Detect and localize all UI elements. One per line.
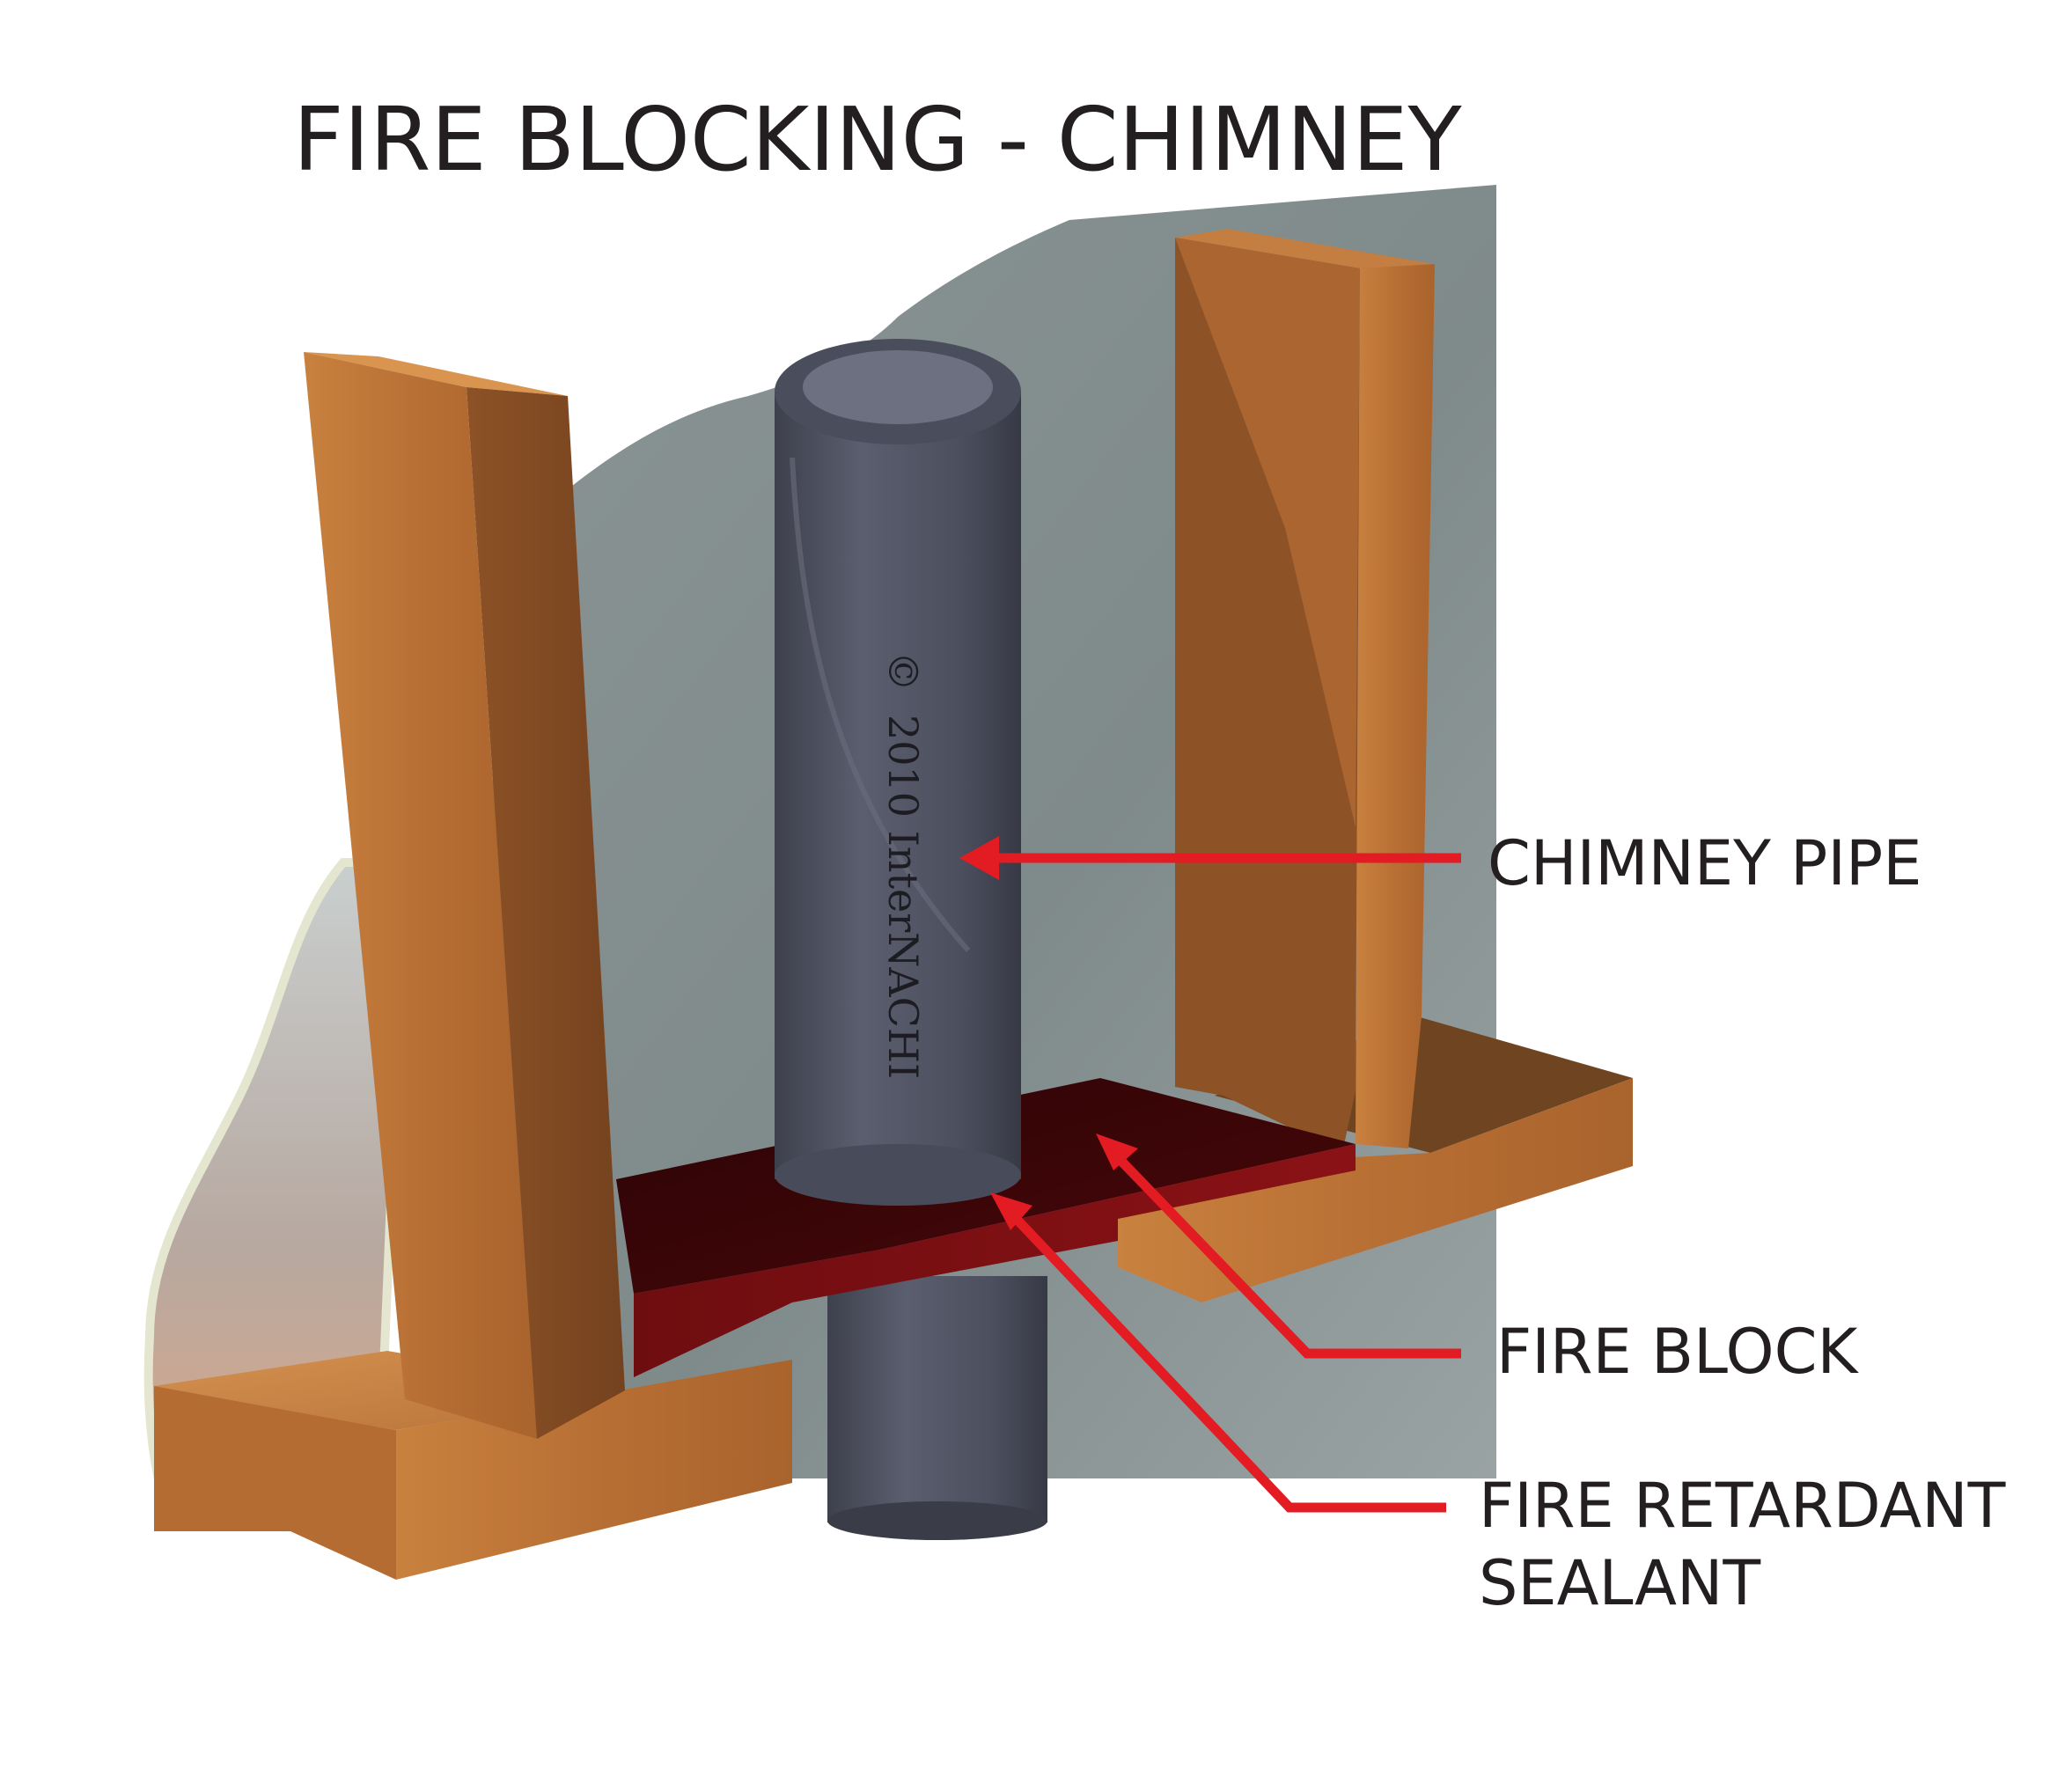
chimney-pipe-lower [827,1276,1047,1540]
copyright-watermark: © 2010 InterNACHI [879,651,927,1079]
chimney-pipe-label: CHIMNEY PIPE [1488,827,1921,899]
left-bottom-plate [154,1351,792,1580]
diagram-title: FIRE BLOCKING - CHIMNEY [293,88,1463,191]
sealant-leader [990,1192,1446,1513]
right-stud [1175,229,1435,1153]
sealant-label-line1: FIRE RETARDANT [1479,1470,2006,1542]
fire-block-label: FIRE BLOCK [1496,1316,1860,1388]
fire-block-leader [1096,1133,1461,1359]
chimney-pipe-leader [959,836,1461,880]
copyright-symbol: © [879,651,927,692]
copyright-text: 2010 InterNACHI [879,715,927,1079]
sealant-label-line2: SEALANT [1479,1547,1760,1619]
left-stud [304,352,625,1439]
chimney-pipe [775,339,1021,1206]
